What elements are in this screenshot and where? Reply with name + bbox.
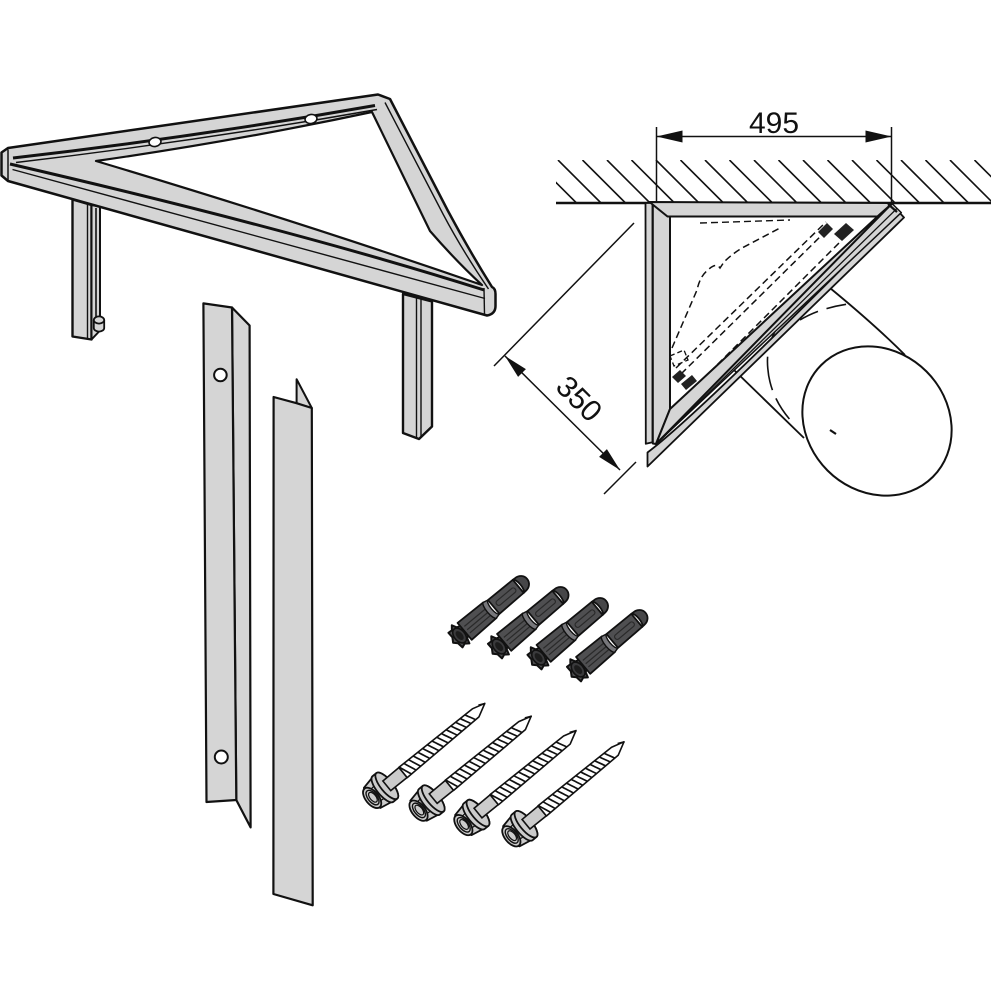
svg-text:495: 495 — [749, 107, 799, 140]
